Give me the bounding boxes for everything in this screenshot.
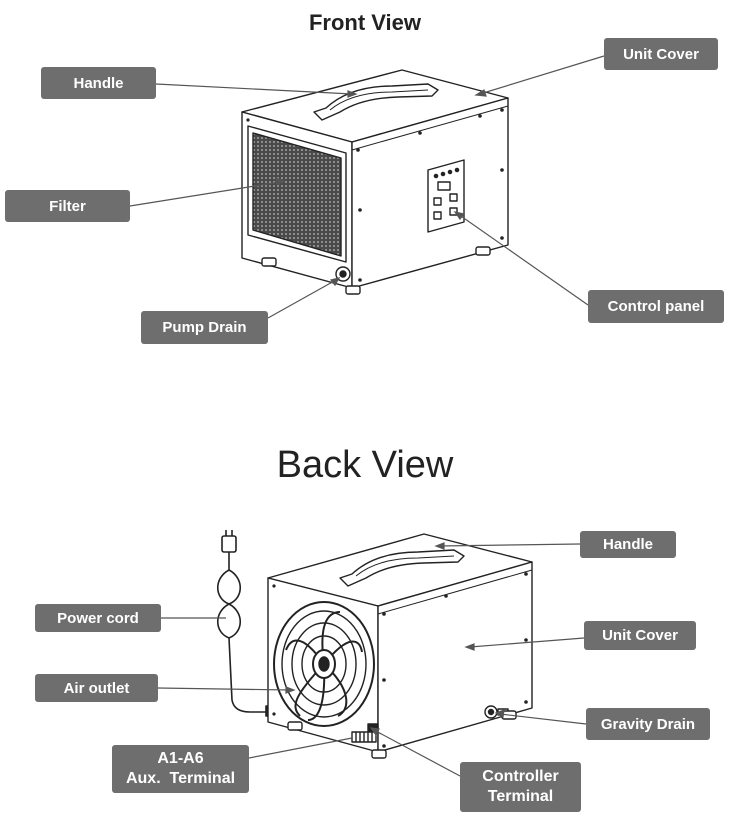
front-handle-label: Handle (41, 67, 156, 99)
aux-terminal-label: A1-A6 Aux. Terminal (112, 745, 249, 793)
front-handle (313, 83, 439, 121)
back-handle-label: Handle (580, 531, 676, 558)
front-leader-lines (129, 55, 605, 319)
power-cord-label: Power cord (35, 604, 161, 632)
aux-terminal-label-line1: A1-A6 (157, 750, 204, 767)
back-unit-right-face (377, 561, 533, 753)
control-panel-label: Control panel (588, 290, 724, 323)
back-view-title: Back View (276, 444, 454, 486)
gravity-drain-label: Gravity Drain (586, 708, 710, 740)
back-handle (339, 549, 465, 587)
pump-drain-label: Pump Drain (141, 311, 268, 344)
controller-terminal-label-line1: Controller (482, 768, 559, 785)
front-unit-cover-label: Unit Cover (604, 38, 718, 70)
back-leader-lines (157, 542, 587, 777)
filter-mesh (252, 132, 342, 257)
back-unit-cover-label: Unit Cover (584, 621, 696, 650)
aux-terminal-label-line2: Aux. Terminal (125, 770, 236, 787)
aux-terminal-block (351, 731, 377, 743)
power-cord (216, 530, 277, 717)
filter-label: Filter (5, 190, 130, 222)
fan-guard (273, 601, 375, 727)
air-outlet-label: Air outlet (35, 674, 158, 702)
back-unit (216, 530, 533, 759)
controller-terminal-label-line2: Terminal (487, 788, 554, 805)
front-unit (241, 69, 509, 295)
front-view-title: Front View (308, 10, 422, 35)
controller-terminal-label: Controller Terminal (460, 762, 581, 812)
